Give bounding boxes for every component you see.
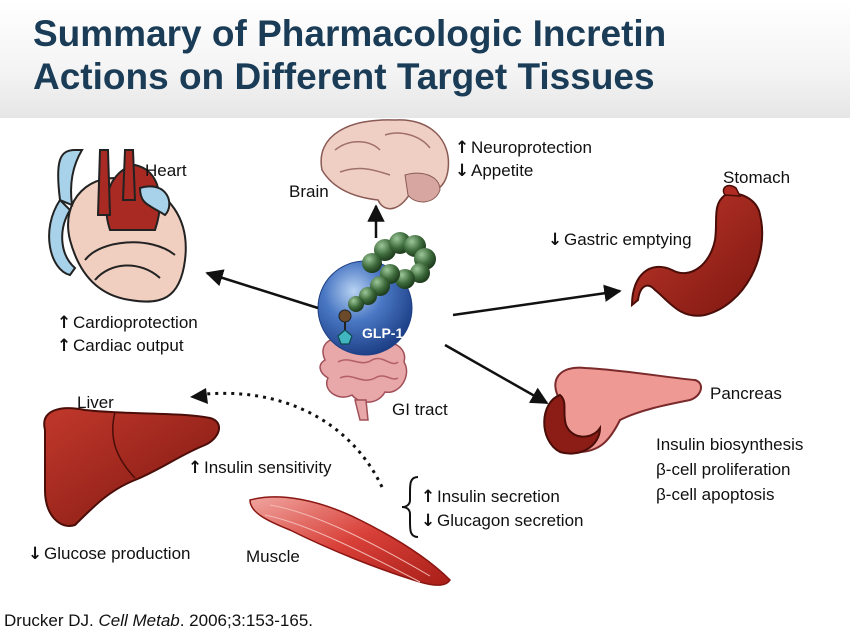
down-arrow-icon: ↓ [455,161,470,181]
brain-effect-2: ↓ Appetite [455,161,534,181]
stomach-illustration [630,184,764,317]
stomach-effect-1: ↓ Gastric emptying [548,230,692,250]
pancreas-illustration [543,366,702,455]
heart-effect-1: ↑ Cardioprotection [57,313,198,333]
up-arrow-icon: ↑ [188,458,203,478]
arrow-to-stomach [452,284,622,317]
pancreas-effect-3: Insulin biosynthesis [656,435,804,454]
dotted-arrow-to-liver [195,391,384,488]
peptide-chain [348,232,436,312]
heart-effect-2: ↑ Cardiac output [57,336,184,356]
pancreas-effect-5: β-cell apoptosis [656,485,775,504]
glp1-label: GLP-1 [362,325,403,341]
brace [401,476,419,538]
muscle-label: Muscle [246,547,300,566]
slide-title: Summary of Pharmacologic Incretin Action… [33,12,833,98]
pancreas-effect-4: β-cell proliferation [656,460,791,479]
down-arrow-icon: ↓ [28,544,43,564]
up-arrow-icon: ↑ [421,487,436,507]
pancreas-effect-2: ↓ Glucagon secretion [421,511,584,531]
title-line-1: Summary of Pharmacologic Incretin [33,13,667,54]
liver-illustration [43,407,220,527]
arrow-to-heart [205,269,319,310]
citation-journal: Cell Metab [98,611,180,630]
liver-label: Liver [77,393,114,412]
pancreas-label: Pancreas [710,384,782,403]
heart-label: Heart [145,161,187,180]
liver-effect-1: ↓ Glucose production [28,544,191,564]
muscle-effect-1: ↑ Insulin sensitivity [188,458,332,478]
pancreas-effect-1: ↑ Insulin secretion [421,487,560,507]
title-band [0,0,850,118]
muscle-illustration [249,496,451,586]
arrow-to-pancreas [444,343,549,405]
down-arrow-icon: ↓ [421,511,436,531]
citation-details: . 2006;3:153-165. [179,611,314,630]
dotted-arrow-head [190,388,208,404]
citation: Drucker DJ. Cell Metab. 2006;3:153-165. [4,611,313,631]
brain-label: Brain [289,182,329,201]
gi-tract-label: GI tract [392,400,448,419]
glp1-molecule: GLP-1 [317,232,436,356]
citation-author: Drucker DJ. [4,611,99,630]
up-arrow-icon: ↑ [57,313,72,333]
connector-arrows [190,204,622,488]
heart-illustration [48,149,187,303]
brain-effect-1: ↑ Neuroprotection [455,138,592,158]
up-arrow-icon: ↑ [455,138,470,158]
down-arrow-icon: ↓ [548,230,563,250]
title-line-2: Actions on Different Target Tissues [33,56,655,97]
brain-illustration [320,119,450,210]
up-arrow-icon: ↑ [57,336,72,356]
stomach-label: Stomach [723,168,791,187]
